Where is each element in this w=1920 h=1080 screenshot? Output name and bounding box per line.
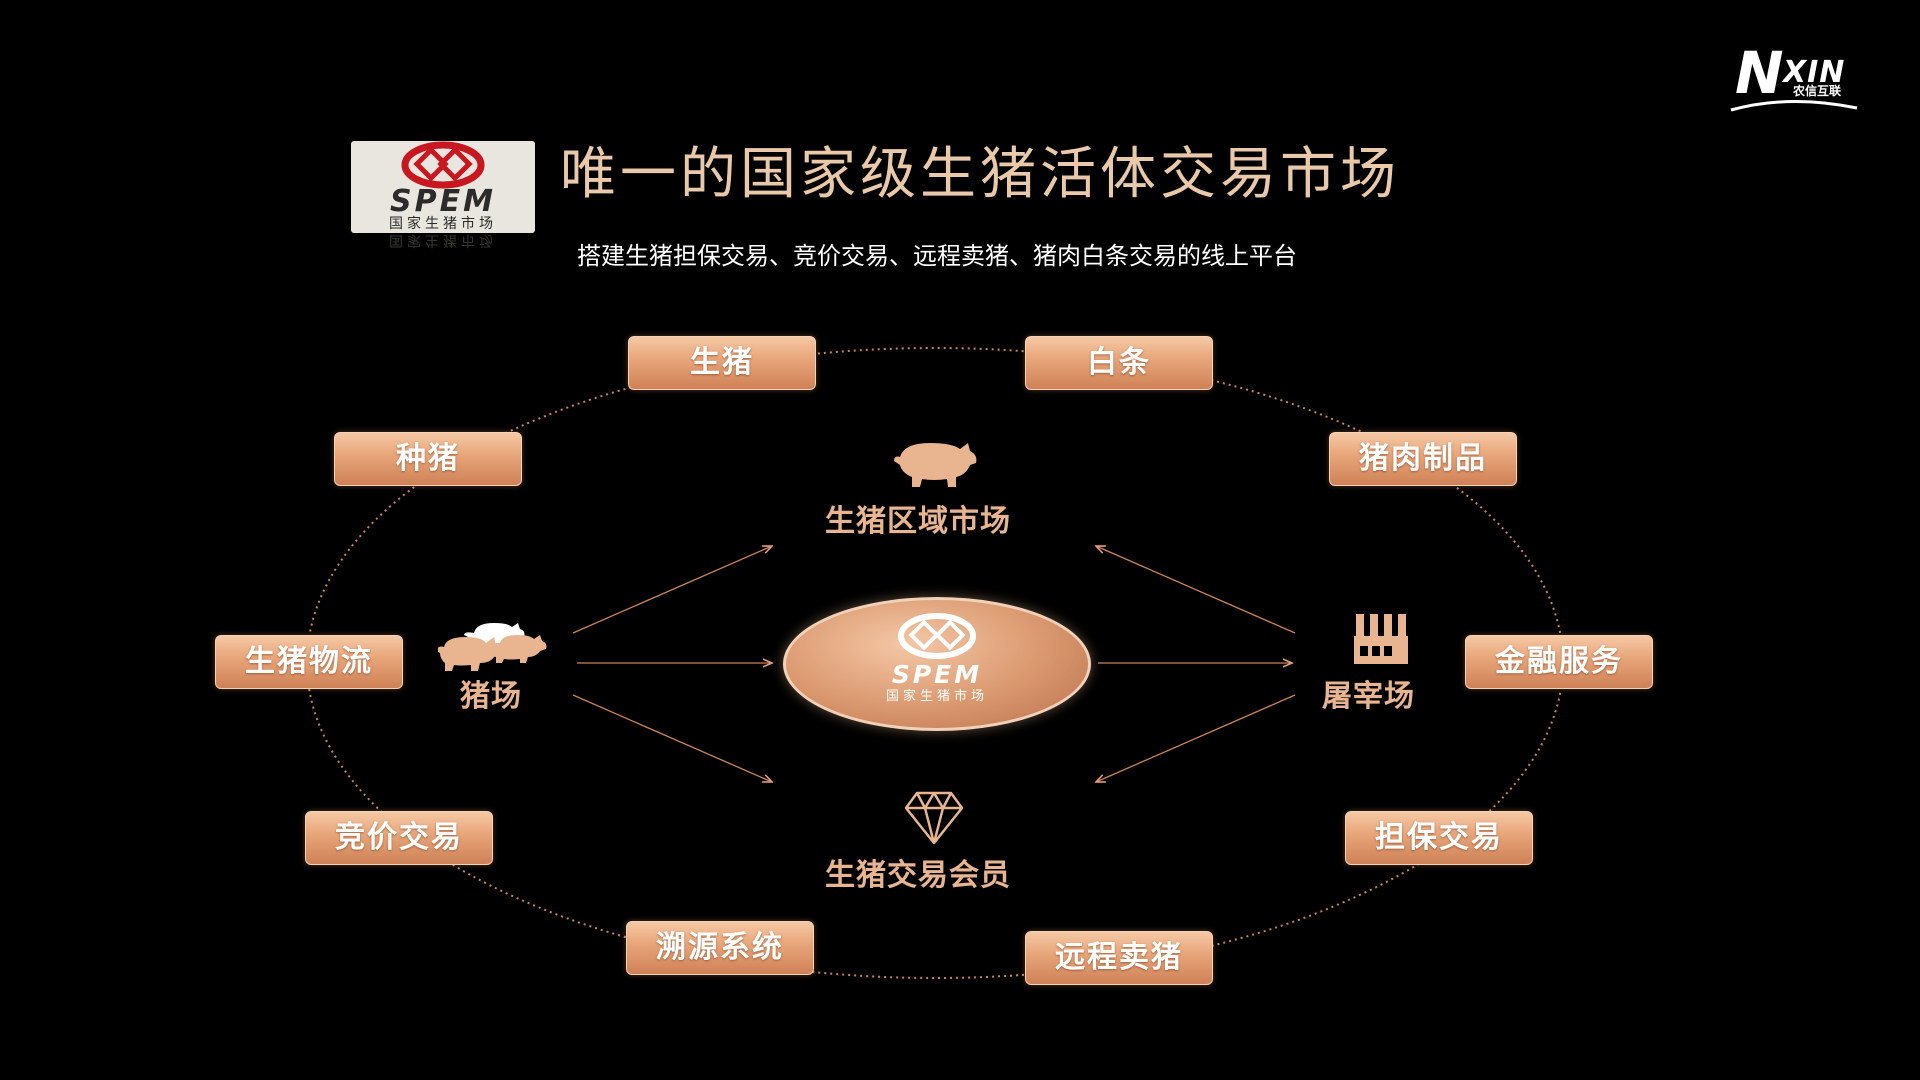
pigs-icon xyxy=(438,623,547,671)
page-title: 唯一的国家级生猪活体交易市场 xyxy=(560,142,1400,207)
node-trading-member: 生猪交易会员 xyxy=(825,858,1011,893)
diamond-icon xyxy=(904,791,964,845)
box-bidding-trade[interactable]: 竞价交易 xyxy=(305,811,493,865)
box-live-pig[interactable]: 生猪 xyxy=(628,336,816,390)
node-slaughterhouse: 屠宰场 xyxy=(1322,679,1415,714)
nxin-logo-icon xyxy=(1730,100,1858,112)
spem-emblem-icon xyxy=(401,141,485,189)
arrow-slaughter-to-region xyxy=(1096,546,1296,634)
page-subtitle: 搭建生猪担保交易、竞价交易、远程卖猪、猪肉白条交易的线上平台 xyxy=(577,242,1297,270)
spem-logo: SPEM 国家生猪市场 xyxy=(351,141,535,233)
node-region-market: 生猪区域市场 xyxy=(825,504,1011,539)
brand-word: XIN xyxy=(1783,55,1846,90)
node-pig-farm: 猪场 xyxy=(460,679,522,714)
box-financial-services[interactable]: 金融服务 xyxy=(1465,635,1653,689)
box-traceability-system[interactable]: 溯源系统 xyxy=(626,921,814,975)
spem-logo-word: SPEM xyxy=(390,184,496,219)
box-remote-pig-sale[interactable]: 远程卖猪 xyxy=(1025,931,1213,985)
box-carcass[interactable]: 白条 xyxy=(1025,336,1213,390)
arrow-farm-to-member xyxy=(572,694,772,782)
brand-cn: 农信互联 xyxy=(1793,84,1842,98)
box-guarantee-trade[interactable]: 担保交易 xyxy=(1345,811,1533,865)
brand-letter: N xyxy=(1735,39,1784,107)
pig-icon xyxy=(894,443,977,487)
center-spem-oval: SPEM 国家生猪市场 xyxy=(783,597,1091,731)
center-spem-cn: 国家生猪市场 xyxy=(885,689,988,704)
spem-logo-cn: 国家生猪市场 xyxy=(389,216,497,232)
arrow-farm-to-region xyxy=(572,546,772,634)
box-pork-products[interactable]: 猪肉制品 xyxy=(1329,432,1517,486)
arrow-slaughter-to-member xyxy=(1096,694,1296,782)
center-spem-word: SPEM xyxy=(891,660,983,689)
nxin-brand-logo: N XIN 农信互联 xyxy=(1730,39,1865,114)
spem-emblem-icon xyxy=(898,613,976,659)
factory-icon xyxy=(1354,614,1408,664)
box-pig-logistics[interactable]: 生猪物流 xyxy=(215,635,403,689)
box-breeding-pig[interactable]: 种猪 xyxy=(334,432,522,486)
